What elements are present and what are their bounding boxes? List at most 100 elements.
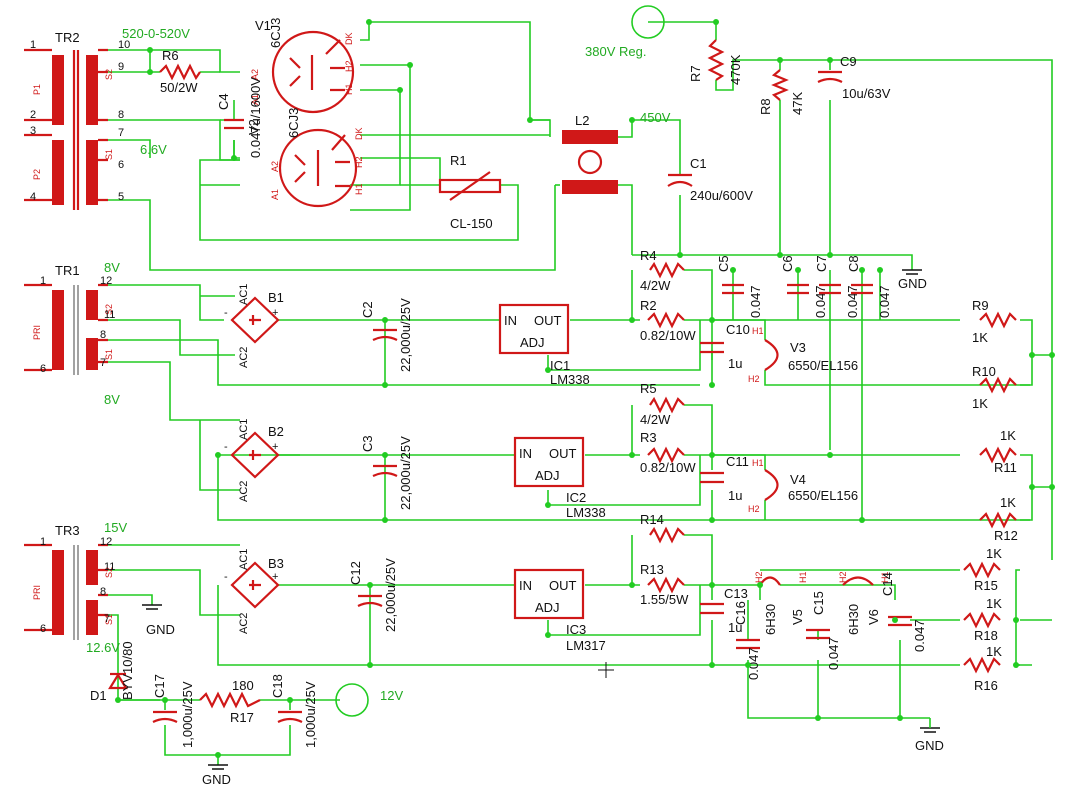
tr2-s1-label: S1 — [104, 149, 114, 160]
cursor-crosshair — [598, 662, 614, 678]
tr1-note2: 8V — [104, 392, 120, 407]
b2-pin: - — [224, 441, 228, 453]
r11-value: 1K — [1000, 428, 1016, 443]
tr2-p1-label: P1 — [32, 84, 42, 95]
v6-type: 6H30 — [846, 604, 861, 635]
c12-ref: C12 — [348, 561, 363, 585]
bridge-b1: B1 AC1 AC2 - + — [224, 284, 284, 368]
capacitor-c17: C17 1,000u/25V — [152, 674, 195, 748]
v2-pin: DK — [354, 127, 364, 140]
ic3-pin: IN — [519, 578, 532, 593]
resistor-r4: R4 4/2W — [640, 248, 685, 293]
v1-pin: A2 — [250, 69, 260, 80]
transformer-tr2: TR2 P1 P2 S2 S1 1 2 3 4 10 9 8 7 6 5 520… — [24, 26, 190, 210]
tr3-ref: TR3 — [55, 523, 80, 538]
tr2-p2-label: P2 — [32, 169, 42, 180]
b3-pin: AC2 — [238, 613, 250, 634]
r15-ref: R15 — [974, 578, 998, 593]
capacitor-c6: C6 0.047 — [780, 255, 828, 318]
c10-ref: C10 — [726, 322, 750, 337]
tube-v6-heater: H2 H1 V6 6H30 — [838, 571, 890, 635]
c7-ref: C7 — [814, 255, 829, 272]
tube-v4-heater: H1 H2 V4 6550/EL156 — [748, 458, 858, 514]
ground-symbol: GND — [202, 764, 231, 787]
c9-ref: C9 — [840, 54, 857, 69]
v2-pin: H2 — [354, 156, 364, 168]
resistor-r8: R8 47K — [758, 69, 805, 115]
ic1-pin: OUT — [534, 313, 562, 328]
ground-symbol: GND — [915, 718, 944, 753]
b3-pin: - — [224, 571, 228, 583]
tr2-ref: TR2 — [55, 30, 80, 45]
capacitor-c1: C1 240u/600V — [667, 156, 753, 203]
c14-ref: C14 — [880, 572, 895, 596]
tr1-pri-label: PRI — [32, 325, 42, 340]
tr2-pin: 6 — [118, 159, 124, 171]
b1-pin: + — [272, 307, 278, 319]
wiring — [108, 21, 1053, 765]
bridge-b2: B2 AC1 AC2 - + — [224, 419, 284, 502]
resistor-r3: R3 0.82/10W — [640, 430, 696, 475]
v5-type: 6H30 — [763, 604, 778, 635]
c9-value: 10u/63V — [842, 86, 891, 101]
tr2-pin: 5 — [118, 191, 124, 203]
ic3-pin: OUT — [549, 578, 577, 593]
c15-value: 0.047 — [826, 637, 841, 670]
v1-pin: H2 — [344, 60, 354, 72]
diode-d1: D1 BYV10/80 — [90, 641, 135, 703]
v1-pin: A1 — [250, 94, 260, 105]
r7-ref: R7 — [688, 65, 703, 82]
r9-value: 1K — [972, 330, 988, 345]
c11-value: 1u — [728, 488, 742, 503]
r2-value: 0.82/10W — [640, 328, 696, 343]
transformer-tr3: TR3 PRI S2 S1 1 6 12 11 8 7 15V 12.6V — [24, 520, 127, 655]
resistor-r10: R10 1K — [972, 364, 1017, 411]
resistor-r7: R7 470K — [688, 39, 743, 85]
tube-v2: V2 6CJ3 A2 A1 DK H2 H1 — [246, 108, 364, 208]
r2-ref: R2 — [640, 298, 657, 313]
c13-ref: C13 — [724, 586, 748, 601]
tr2-pin: 2 — [30, 109, 36, 121]
r9-ref: R9 — [972, 298, 989, 313]
ic2-ref: IC2 — [566, 490, 586, 505]
thermistor-r1: R1 CL-150 — [438, 153, 502, 231]
resistor-r5: R5 4/2W — [640, 381, 685, 427]
gnd-label: GND — [915, 738, 944, 753]
r3-value: 0.82/10W — [640, 460, 696, 475]
tr2-pin: 3 — [30, 125, 36, 137]
r16-value: 1K — [986, 644, 1002, 659]
v1-pin: H1 — [344, 83, 354, 95]
d1-value: BYV10/80 — [120, 641, 135, 700]
resistor-r13: R13 1.55/5W — [640, 562, 689, 607]
tr3-pri-label: PRI — [32, 585, 42, 600]
r12-value: 1K — [1000, 495, 1016, 510]
tr3-pin: 7 — [104, 613, 110, 625]
regulator-ic1: IN OUT ADJ IC1 LM338 — [498, 303, 590, 387]
tr3-pin: 12 — [100, 536, 112, 548]
tr1-pin: 6 — [40, 363, 46, 375]
reg-rail-label: 380V Reg. — [585, 44, 646, 59]
hv-rail-label: 450V — [640, 110, 671, 125]
tr2-pin: 1 — [30, 39, 36, 51]
r13-value: 1.55/5W — [640, 592, 689, 607]
tr2-pin: 9 — [118, 61, 124, 73]
r4-value: 4/2W — [640, 278, 671, 293]
capacitor-c14: C14 0.047 — [880, 572, 927, 652]
bias-rail-label: 12V — [380, 688, 403, 703]
ground-symbol: GND — [898, 269, 927, 291]
v2-ref: V2 — [246, 119, 261, 135]
resistor-r14: R14 — [640, 512, 685, 544]
tube-v1: V1 6CJ3 A2 A1 DK H2 H1 — [250, 18, 355, 114]
ic2-type: LM338 — [566, 505, 606, 520]
resistor-r2: R2 0.82/10W — [640, 298, 696, 343]
regulator-ic3: IN OUT ADJ IC3 LM317 — [513, 568, 606, 653]
transformer-tr1: TR1 PRI S2 S1 1 6 12 11 8 7 8V 8V — [24, 260, 120, 407]
resistor-r16: 1K R16 — [963, 644, 1002, 693]
tr1-pin: 12 — [100, 275, 112, 287]
tr1-pin: 1 — [40, 275, 46, 287]
v2-type: 6CJ3 — [286, 108, 301, 138]
v6-ref: V6 — [866, 609, 881, 625]
c8-ref: C8 — [846, 255, 861, 272]
tr1-pin: 7 — [100, 357, 106, 369]
